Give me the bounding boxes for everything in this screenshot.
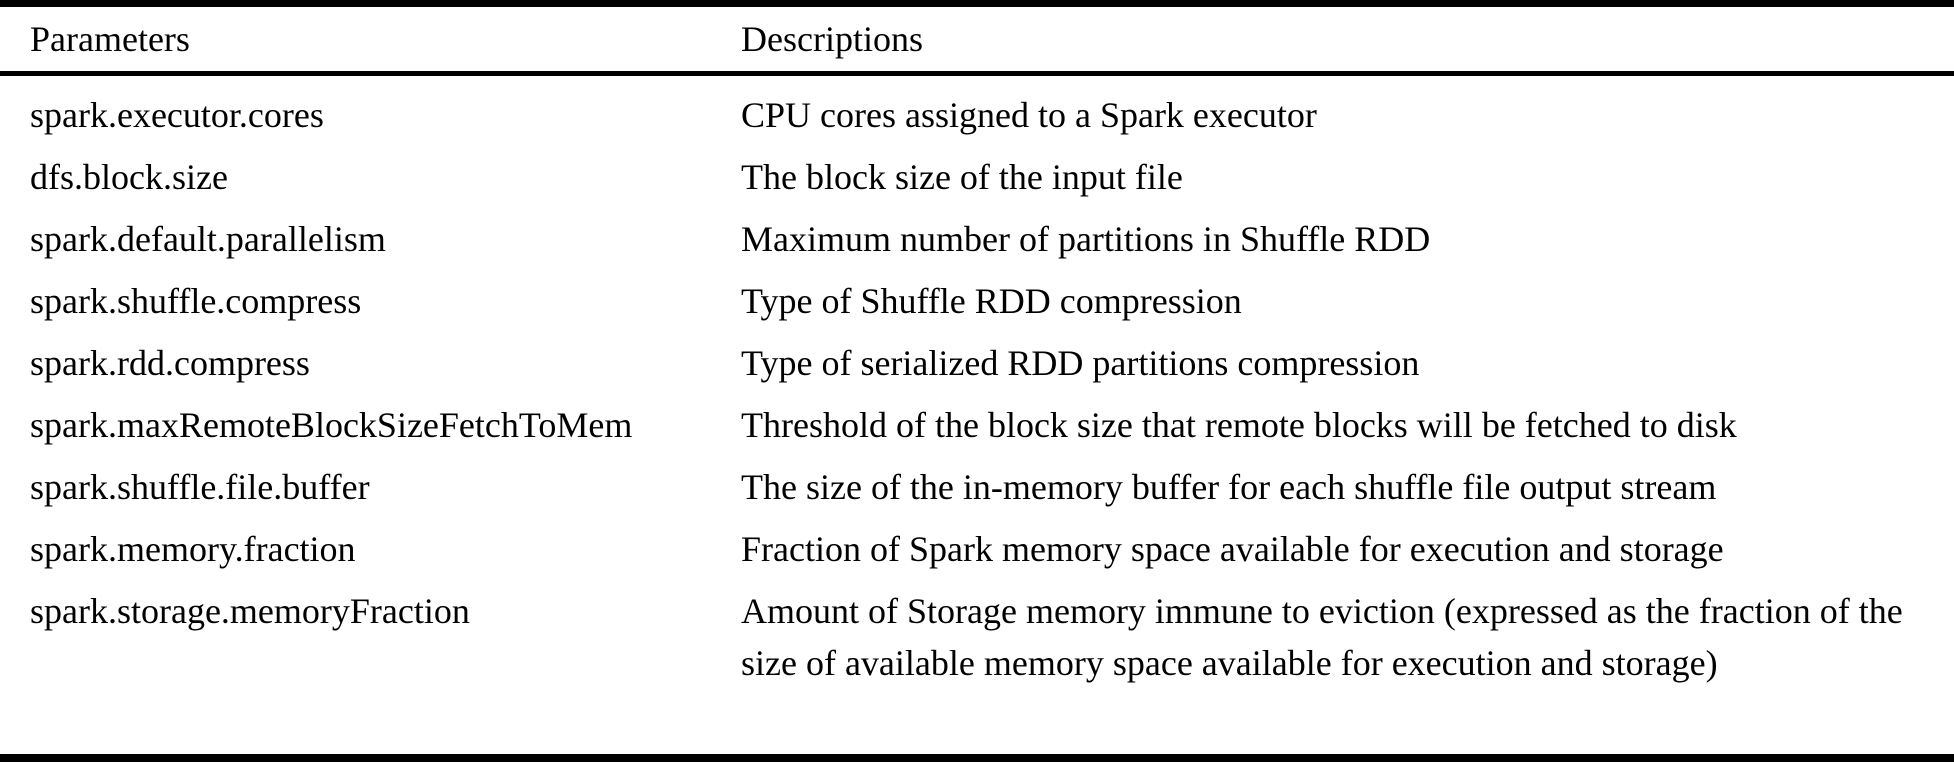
- param-cell: spark.storage.memoryFraction: [30, 591, 470, 631]
- table-row: spark.shuffle.file.buffer The size of th…: [0, 456, 1954, 518]
- desc-cell: Type of serialized RDD partitions compre…: [741, 343, 1420, 383]
- desc-cell: Fraction of Spark memory space available…: [741, 529, 1724, 569]
- table-row: spark.shuffle.compress Type of Shuffle R…: [0, 270, 1954, 332]
- table-row: spark.executor.cores CPU cores assigned …: [0, 84, 1954, 146]
- param-cell: spark.rdd.compress: [30, 343, 310, 383]
- column-header-parameters: Parameters: [30, 19, 190, 59]
- param-cell: spark.executor.cores: [30, 95, 324, 135]
- desc-cell: Maximum number of partitions in Shuffle …: [741, 219, 1431, 259]
- desc-cell: The block size of the input file: [741, 157, 1183, 197]
- table-top-rule: [0, 0, 1954, 7]
- desc-cell: Type of Shuffle RDD compression: [741, 281, 1242, 321]
- param-cell: spark.shuffle.file.buffer: [30, 467, 370, 507]
- column-header-descriptions: Descriptions: [741, 19, 923, 59]
- table-row: spark.storage.memoryFraction Amount of S…: [0, 580, 1954, 694]
- desc-cell: Amount of Storage memory immune to evict…: [741, 591, 1903, 683]
- table-row: spark.memory.fraction Fraction of Spark …: [0, 518, 1954, 580]
- table-row: dfs.block.size The block size of the inp…: [0, 146, 1954, 208]
- param-cell: dfs.block.size: [30, 157, 228, 197]
- param-cell: spark.default.parallelism: [30, 219, 386, 259]
- table-row: spark.default.parallelism Maximum number…: [0, 208, 1954, 270]
- table-bottom-rule: [0, 754, 1954, 762]
- desc-cell: The size of the in-memory buffer for eac…: [741, 467, 1717, 507]
- param-cell: spark.memory.fraction: [30, 529, 356, 569]
- desc-cell: Threshold of the block size that remote …: [741, 405, 1737, 445]
- table-header-rule: [0, 71, 1954, 76]
- table-row: spark.maxRemoteBlockSizeFetchToMem Thres…: [0, 394, 1954, 456]
- table-header-row: Parameters Descriptions: [0, 7, 1954, 71]
- table-row: spark.rdd.compress Type of serialized RD…: [0, 332, 1954, 394]
- param-cell: spark.shuffle.compress: [30, 281, 362, 321]
- desc-cell: CPU cores assigned to a Spark executor: [741, 95, 1317, 135]
- table-body: spark.executor.cores CPU cores assigned …: [0, 76, 1954, 754]
- param-cell: spark.maxRemoteBlockSizeFetchToMem: [30, 405, 633, 445]
